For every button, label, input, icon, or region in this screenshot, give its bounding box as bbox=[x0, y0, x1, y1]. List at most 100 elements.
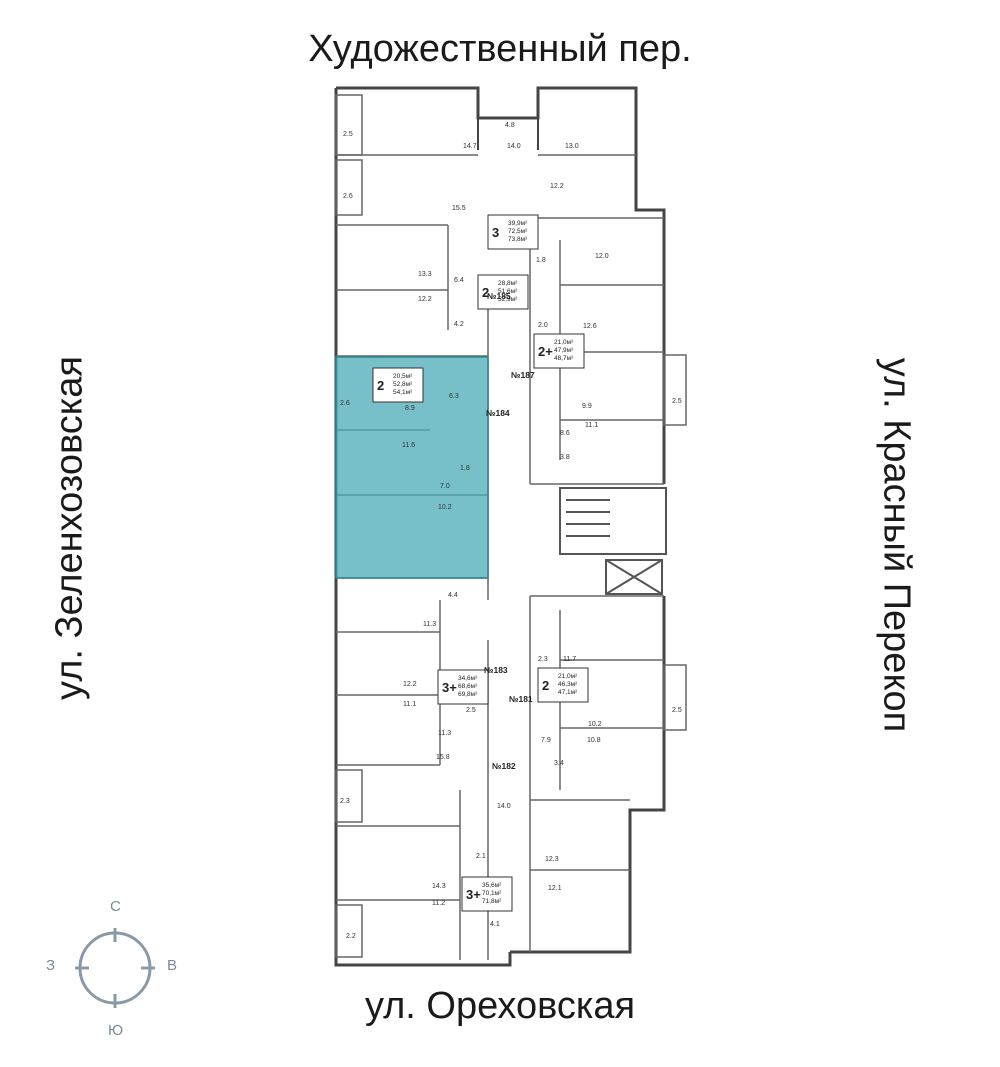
apartment-area: 47,1м² bbox=[558, 689, 578, 696]
apartment-area: 52,8м² bbox=[393, 381, 413, 388]
room-area-label: 7.0 bbox=[440, 483, 450, 490]
room-area-label: 14.3 bbox=[432, 883, 446, 890]
apartment-number[interactable]: №187 bbox=[511, 370, 535, 380]
apartment-rooms: 2 bbox=[482, 285, 489, 300]
room-area-label: 14.0 bbox=[507, 143, 521, 150]
room-area-label: 3.4 bbox=[554, 760, 564, 767]
apartment-number[interactable]: №181 bbox=[509, 694, 533, 704]
room-area-label: 12.2 bbox=[550, 183, 564, 190]
room-area-label: 12.1 bbox=[548, 885, 562, 892]
apartment-area: 73,8м² bbox=[508, 236, 528, 243]
apartment-rooms: 3+ bbox=[442, 680, 457, 695]
room-area-label: 13.3 bbox=[418, 271, 432, 278]
compass-icon bbox=[75, 928, 155, 1008]
room-area-label: 4.2 bbox=[454, 321, 464, 328]
compass-west-label: З bbox=[46, 957, 56, 974]
apartment-rooms: 2+ bbox=[538, 344, 553, 359]
room-area-label: 6.3 bbox=[449, 393, 459, 400]
room-area-label: 2.5 bbox=[343, 131, 353, 138]
room-area-label: 2.3 bbox=[340, 798, 350, 805]
room-area-label: 10.2 bbox=[588, 721, 602, 728]
apartment-area: 51,6м² bbox=[498, 288, 518, 295]
room-area-label: 2.5 bbox=[672, 707, 682, 714]
street-label-bottom: ул. Ореховская bbox=[364, 985, 636, 1027]
room-area-label: 11.3 bbox=[423, 621, 436, 628]
apartment-area: 70,1м² bbox=[482, 890, 502, 897]
compass-east-label: В bbox=[167, 957, 178, 974]
apartment-area: 71,8м² bbox=[482, 898, 502, 905]
room-area-label: 10.8 bbox=[587, 737, 601, 744]
room-area-label: 12.3 bbox=[545, 856, 559, 863]
room-area-label: 10.2 bbox=[438, 504, 452, 511]
apartment-area: 21,0м² bbox=[554, 339, 574, 346]
room-area-label: 2.6 bbox=[343, 193, 353, 200]
room-area-label: 2.1 bbox=[476, 853, 486, 860]
room-area-label: 4.1 bbox=[490, 921, 500, 928]
apartment-area: 21,0м² bbox=[558, 673, 578, 680]
room-area-label: 11.6 bbox=[402, 442, 415, 449]
apartment-area: 47,9м² bbox=[554, 347, 574, 354]
apartment-number[interactable]: №182 bbox=[492, 761, 516, 771]
room-area-label: 3.8 bbox=[560, 454, 570, 461]
apartment-label-box bbox=[533, 333, 585, 369]
apartment-label-box bbox=[372, 367, 424, 403]
room-area-label: 1.8 bbox=[460, 465, 470, 472]
compass-north-label: С bbox=[110, 898, 121, 915]
apartment-number[interactable]: №184 bbox=[486, 408, 510, 418]
street-label-top: Художественный пер. bbox=[308, 28, 692, 70]
apartment-rooms: 2 bbox=[377, 378, 384, 393]
apartment-area: 35,6м² bbox=[482, 882, 502, 889]
room-area-label: 6.4 bbox=[454, 277, 464, 284]
room-area-label: 2.6 bbox=[340, 400, 350, 407]
room-area-label: 12.0 bbox=[595, 253, 609, 260]
apartment-number[interactable]: №183 bbox=[484, 665, 508, 675]
room-area-label: 8.9 bbox=[405, 405, 415, 412]
room-area-label: 13.0 bbox=[565, 143, 579, 150]
apartment-area: 69,8м² bbox=[458, 691, 478, 698]
apartment-area: 34,6м² bbox=[458, 675, 478, 682]
apartment-area: 28,8м² bbox=[498, 280, 518, 287]
apartment-area: 54,1м² bbox=[393, 389, 413, 396]
room-area-label: 9.9 bbox=[582, 403, 592, 410]
room-area-label: 15.5 bbox=[452, 205, 466, 212]
apartment-area: 68,6м² bbox=[458, 683, 478, 690]
room-area-label: 2.5 bbox=[466, 707, 476, 714]
apartment-label-box bbox=[537, 667, 589, 703]
balconies bbox=[335, 94, 687, 958]
room-area-label: 11.3 bbox=[438, 730, 451, 737]
apartment-area: 20,5м² bbox=[393, 373, 413, 380]
apartment-area: 52,9м² bbox=[498, 296, 518, 303]
apartment-number[interactable]: №185 bbox=[487, 291, 511, 301]
room-area-label: 14.0 bbox=[497, 803, 511, 810]
apartment-area: 48,7м² bbox=[554, 355, 574, 362]
apartment-area: 46,3м² bbox=[558, 681, 578, 688]
room-area-label: 12.2 bbox=[403, 681, 417, 688]
apartment-label-box bbox=[487, 214, 539, 250]
room-area-label: 7.9 bbox=[541, 737, 551, 744]
room-area-label: 8.6 bbox=[560, 430, 570, 437]
apartment-label-box bbox=[477, 274, 529, 310]
apartment-rooms: 3 bbox=[492, 225, 499, 240]
stair-lift-block bbox=[559, 487, 667, 595]
room-area-label: 4.4 bbox=[448, 592, 458, 599]
room-area-label: 2.0 bbox=[538, 322, 548, 329]
room-area-label: 1.8 bbox=[536, 257, 546, 264]
room-area-label: 2.3 bbox=[538, 656, 548, 663]
room-area-label: 2.2 bbox=[346, 933, 356, 940]
apartment-label-box bbox=[437, 669, 489, 705]
room-area-label: 11.1 bbox=[585, 422, 598, 429]
room-area-label: 14.7 bbox=[463, 143, 477, 150]
room-area-label: 4.8 bbox=[505, 122, 515, 129]
apartment-area: 72,5м² bbox=[508, 228, 528, 235]
room-area-label: 2.5 bbox=[672, 398, 682, 405]
apartment-rooms: 2 bbox=[542, 678, 549, 693]
room-area-label: 12.6 bbox=[583, 323, 597, 330]
room-area-label: 12.2 bbox=[418, 296, 432, 303]
room-area-label: 11.7 bbox=[563, 656, 576, 663]
apartment-area: 39,9м² bbox=[508, 220, 528, 227]
room-area-label: 11.1 bbox=[403, 701, 416, 708]
room-area-label: 15.8 bbox=[436, 754, 450, 761]
compass-south-label: Ю bbox=[108, 1022, 124, 1039]
apartment-rooms: 3+ bbox=[466, 887, 481, 902]
